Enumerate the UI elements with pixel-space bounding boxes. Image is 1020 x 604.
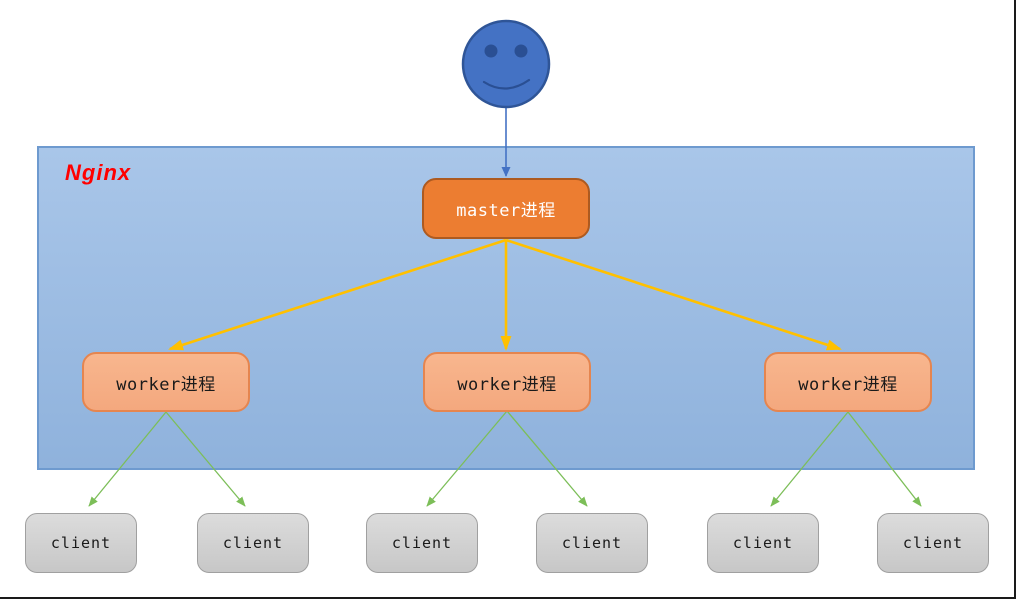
master-process-label: master进程	[456, 201, 556, 221]
worker-process-node-1: worker进程	[82, 352, 250, 412]
client-label: client	[222, 534, 284, 552]
worker-process-label: worker进程	[457, 374, 557, 395]
worker-process-node-2: worker进程	[423, 352, 591, 412]
master-process-node: master进程	[422, 178, 590, 239]
client-node-1: client	[25, 513, 137, 573]
nginx-label: Nginx	[65, 160, 132, 185]
page-border-right	[1014, 0, 1016, 599]
client-node-4: client	[536, 513, 648, 573]
client-label: client	[732, 534, 794, 552]
client-label: client	[902, 534, 964, 552]
worker-process-label: worker进程	[798, 374, 898, 395]
client-label: client	[50, 534, 112, 552]
user-smiley-icon	[461, 19, 551, 109]
client-node-3: client	[366, 513, 478, 573]
client-node-2: client	[197, 513, 309, 573]
client-label: client	[391, 534, 453, 552]
client-node-6: client	[877, 513, 989, 573]
worker-process-label: worker进程	[116, 374, 216, 395]
worker-process-node-3: worker进程	[764, 352, 932, 412]
client-label: client	[561, 534, 623, 552]
client-node-5: client	[707, 513, 819, 573]
page-border-bottom	[0, 597, 1016, 599]
